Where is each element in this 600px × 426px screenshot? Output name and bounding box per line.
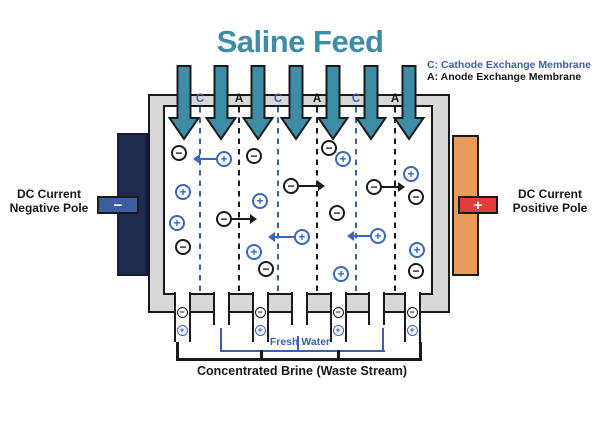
brine-cation-icon: + xyxy=(332,325,344,336)
brine-label: Concentrated Brine (Waste Stream) xyxy=(197,364,407,378)
brine-anion-icon: − xyxy=(332,307,344,318)
anion-ion: − xyxy=(408,189,424,205)
cation-ion: + xyxy=(252,193,268,209)
fresh-outlet-tube xyxy=(290,292,308,325)
membrane-C xyxy=(198,107,202,295)
ion-arrow-left-icon xyxy=(193,154,200,164)
ion-arrow-right-icon xyxy=(398,182,405,192)
anion-ion: − xyxy=(258,261,274,277)
ion-arrow-line xyxy=(382,185,398,189)
legend-anode: A: Anode Exchange Membrane xyxy=(427,70,582,83)
membrane-label-C: C xyxy=(273,93,283,105)
cell-interior xyxy=(163,105,433,295)
cation-ion: + xyxy=(333,266,349,282)
ion-arrow-left-icon xyxy=(268,232,275,242)
brine-bracket-tick xyxy=(176,342,179,359)
ion-arrow-line xyxy=(354,234,370,238)
brine-bracket-tick xyxy=(260,350,263,359)
ion-arrow-line xyxy=(275,235,294,239)
cation-ion: + xyxy=(175,184,191,200)
ion-arrow-line xyxy=(200,157,216,161)
cation-ion: + xyxy=(403,166,419,182)
minus-icon: − xyxy=(113,196,123,214)
positive-pole-label: DC Current Positive Pole xyxy=(512,187,588,215)
fresh-bracket-tick xyxy=(382,328,384,352)
membrane-label-A: A xyxy=(312,93,322,105)
membrane-label-A: A xyxy=(234,93,244,105)
cation-ion: + xyxy=(216,151,232,167)
legend-cathode: C: Cathode Exchange Membrane xyxy=(427,59,591,71)
brine-cation-icon: + xyxy=(176,325,188,336)
brine-anion-icon: − xyxy=(406,307,418,318)
anion-ion: − xyxy=(175,239,191,255)
anion-ion: − xyxy=(329,205,345,221)
anion-ion: − xyxy=(171,145,187,161)
cation-ion: + xyxy=(294,229,310,245)
brine-bracket-tick xyxy=(419,342,422,359)
fresh-outlet-tube xyxy=(367,292,385,325)
membrane-A xyxy=(315,107,319,295)
brine-cation-icon: + xyxy=(406,325,418,336)
ion-arrow-right-icon xyxy=(318,181,325,191)
membrane-C xyxy=(354,107,358,295)
cation-ion: + xyxy=(169,215,185,231)
ion-arrow-right-icon xyxy=(250,214,257,224)
membrane-label-C: C xyxy=(195,93,205,105)
fresh-outlet-tube xyxy=(212,292,230,325)
membrane-A xyxy=(393,107,397,295)
brine-anion-icon: − xyxy=(254,307,266,318)
anion-ion: − xyxy=(321,140,337,156)
negative-terminal: − xyxy=(97,196,139,214)
brine-anion-icon: − xyxy=(176,307,188,318)
page-title: Saline Feed xyxy=(216,24,384,59)
anion-ion: − xyxy=(216,211,232,227)
membrane-label-C: C xyxy=(351,93,361,105)
membrane-label-A: A xyxy=(390,93,400,105)
membrane-A xyxy=(237,107,241,295)
anion-ion: − xyxy=(283,178,299,194)
fresh-bracket-tick xyxy=(297,336,299,352)
anion-ion: − xyxy=(246,148,262,164)
cation-ion: + xyxy=(370,228,386,244)
brine-bracket-line xyxy=(176,358,422,361)
brine-cation-icon: + xyxy=(254,325,266,336)
ion-arrow-line xyxy=(299,184,318,188)
plus-icon: + xyxy=(473,196,483,214)
membrane-legend: C: Cathode Exchange Membrane A: Anode Ex… xyxy=(427,59,599,83)
membrane-C xyxy=(276,107,280,295)
ion-arrow-left-icon xyxy=(347,231,354,241)
anion-ion: − xyxy=(408,263,424,279)
positive-terminal: + xyxy=(458,196,498,214)
fresh-bracket-line xyxy=(220,350,385,352)
negative-pole-label: DC Current Negative Pole xyxy=(9,187,89,215)
brine-bracket-tick xyxy=(337,350,340,359)
anion-ion: − xyxy=(366,179,382,195)
cation-ion: + xyxy=(246,244,262,260)
fresh-water-label: Fresh Water xyxy=(269,336,331,348)
fresh-bracket-tick xyxy=(220,328,222,352)
ion-arrow-line xyxy=(232,217,250,221)
cation-ion: + xyxy=(335,151,351,167)
cation-ion: + xyxy=(409,242,425,258)
